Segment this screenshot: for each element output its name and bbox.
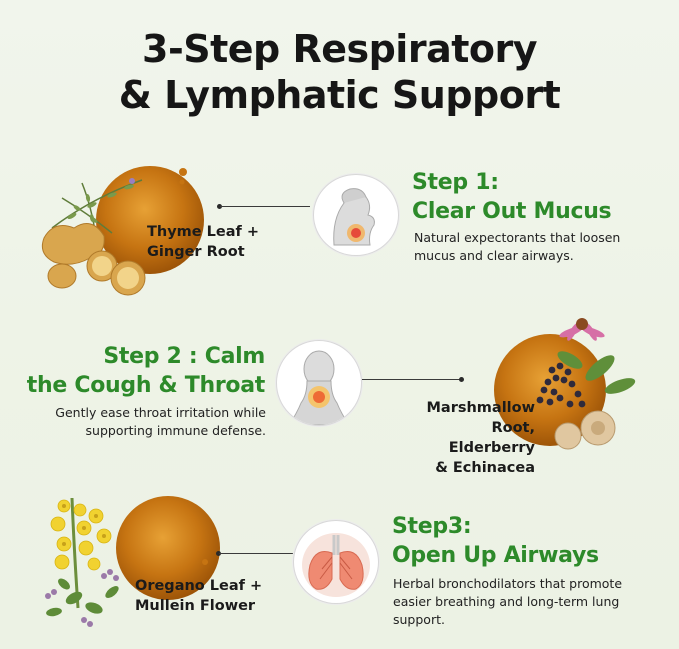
ingredient-3-line-2: Mullein Flower — [135, 598, 256, 614]
page-title: 3-Step Respiratory & Lymphatic Support — [0, 26, 679, 118]
step-1-desc-line-1: Natural expectorants that loosen — [414, 230, 621, 245]
title-line-1: 3-Step Respiratory — [142, 27, 538, 71]
step-2-description: Gently ease throat irritation while supp… — [55, 404, 266, 440]
oregano-mullein-image — [45, 496, 220, 627]
step-2-icon-circle — [276, 340, 362, 426]
ingredient-1-line-2: Ginger Root — [147, 244, 245, 260]
ingredient-2-line-3: & Echinacea — [435, 460, 535, 476]
marshmallow-elderberry-image — [494, 318, 636, 450]
step-3-desc-line-3: support. — [393, 612, 445, 627]
throat-mucus-icon — [333, 188, 375, 246]
step-2-desc-line-2: supporting immune defense. — [85, 423, 266, 438]
step-2-desc-line-1: Gently ease throat irritation while — [55, 405, 266, 420]
connector-dot-3 — [216, 551, 221, 556]
ingredient-label-3: Oregano Leaf + Mullein Flower — [135, 576, 262, 616]
step-1-description: Natural expectorants that loosen mucus a… — [414, 229, 620, 265]
ingredient-label-1: Thyme Leaf + Ginger Root — [147, 222, 259, 262]
step-3-desc-line-1: Herbal bronchodilators that promote — [393, 576, 623, 591]
ingredient-label-2: Marshmallow Root, Elderberry & Echinacea — [419, 398, 535, 478]
step-3-title-line-2: Open Up Airways — [392, 543, 599, 568]
connector-dot-1 — [217, 204, 222, 209]
step-3-desc-line-2: easier breathing and long-term lung — [393, 594, 620, 609]
connector-line-2 — [362, 379, 462, 380]
step-2-title: Step 2 : Calm the Cough & Throat — [26, 342, 266, 400]
step-1-title-line-1: Step 1: — [412, 170, 499, 195]
step-3-description: Herbal bronchodilators that promote easi… — [393, 575, 622, 629]
step-1-icon-circle — [313, 174, 399, 256]
step-3-title: Step3: Open Up Airways — [392, 512, 599, 570]
ingredient-2-line-1: Marshmallow — [426, 400, 535, 416]
ingredient-3-line-1: Oregano Leaf + — [135, 578, 263, 594]
thyme-ginger-image — [41, 166, 204, 296]
step-1-title: Step 1: Clear Out Mucus — [412, 168, 612, 226]
lungs-icon — [302, 533, 370, 597]
connector-line-1 — [220, 206, 310, 207]
title-line-2: & Lymphatic Support — [118, 73, 561, 117]
connector-dot-2 — [459, 377, 464, 382]
connector-line-3 — [219, 553, 293, 554]
step-1-title-line-2: Clear Out Mucus — [412, 199, 612, 224]
step-3-icon-circle — [293, 520, 379, 604]
step-3-title-line-1: Step3: — [392, 514, 472, 539]
step-1-desc-line-2: mucus and clear airways. — [414, 248, 574, 263]
step-2-title-line-1: Step 2 : Calm — [103, 344, 265, 369]
ingredient-1-line-1: Thyme Leaf + — [147, 224, 260, 240]
ingredient-2-line-2: Root, Elderberry — [448, 420, 535, 456]
step-2-title-line-2: the Cough & Throat — [26, 373, 266, 398]
throat-soothe-icon — [288, 350, 350, 425]
